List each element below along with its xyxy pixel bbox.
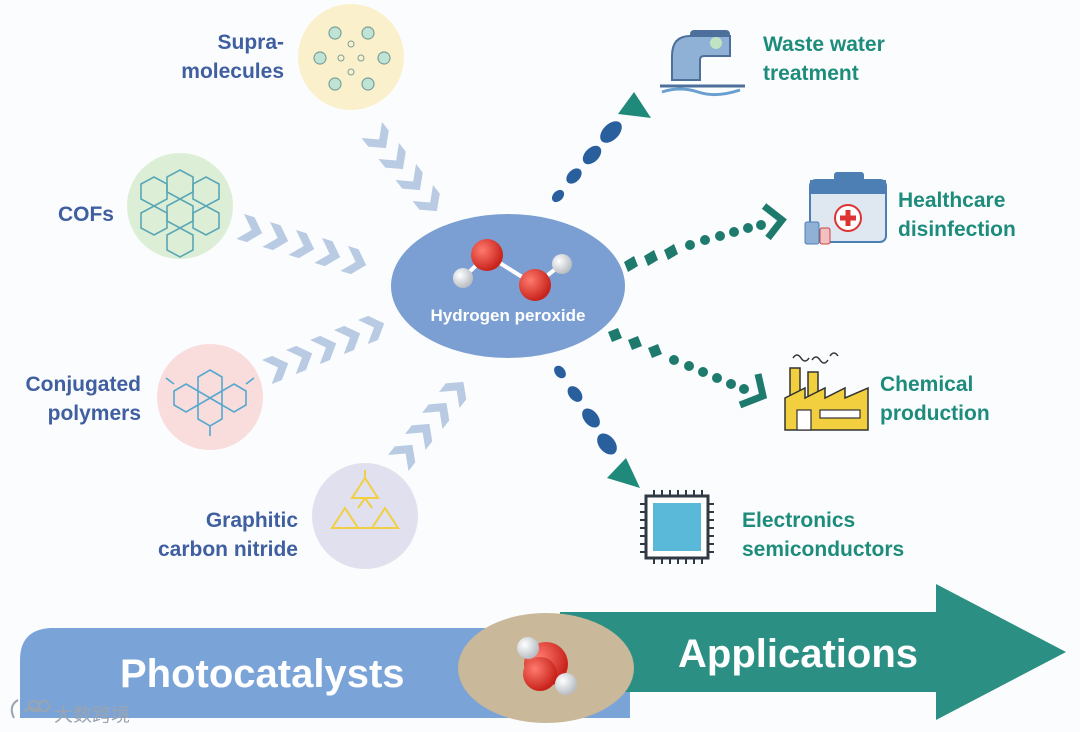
- label-line: polymers: [47, 402, 141, 425]
- hydrogen-peroxide-node: [391, 214, 625, 358]
- label-line: COFs: [57, 203, 114, 226]
- label-electronics: Electronics semiconductors: [742, 506, 942, 564]
- chevron-stream-supramolecules: [361, 122, 448, 220]
- label-conjugated-polymers: Conjugated polymers: [0, 370, 142, 428]
- label-line: disinfection: [898, 218, 1016, 241]
- label-line: Electronics: [742, 509, 856, 532]
- arrow-to-healthcare: [624, 203, 787, 272]
- banner-photocatalysts: Photocatalysts: [120, 652, 405, 696]
- chevron-stream-cofs: [236, 214, 370, 278]
- chevron-stream-carbon-nitride: [388, 373, 474, 472]
- chip-icon: [640, 490, 714, 564]
- label-line: Graphitic: [205, 509, 298, 532]
- watermark-logo-icon: [10, 699, 50, 719]
- label-line: treatment: [763, 62, 859, 85]
- label-line: carbon nitride: [157, 538, 298, 561]
- water-molecule-icon: [517, 637, 577, 695]
- h2o2-molecule-icon: [453, 239, 572, 301]
- arrow-to-electronics: [554, 365, 640, 488]
- carbon-nitride-circle: [312, 463, 418, 569]
- label-healthcare: Healthcare disinfection: [898, 186, 1058, 244]
- arrow-to-chemical: [608, 328, 768, 409]
- label-line: Conjugated: [25, 373, 142, 396]
- factory-icon: [784, 352, 869, 431]
- conjugated-polymers-circle: [157, 344, 263, 450]
- banner-applications: Applications: [678, 632, 919, 676]
- bottom-banner: [20, 584, 1066, 723]
- label-line: Chemical: [880, 373, 974, 396]
- label-line: production: [880, 402, 990, 425]
- label-line: Healthcare: [898, 189, 1006, 212]
- cofs-circle: [127, 153, 233, 259]
- label-cofs: COFs: [20, 200, 114, 229]
- label-waste-water: Waste water treatment: [763, 30, 943, 88]
- medical-kit-icon: [804, 172, 887, 245]
- watermark-text: 大数跨境: [54, 704, 131, 726]
- label-line: molecules: [181, 60, 284, 83]
- chevron-stream-conjugated-polymers: [262, 311, 390, 385]
- center-label: Hydrogen peroxide: [430, 306, 586, 325]
- label-supramolecules: Supra- molecules: [150, 28, 284, 86]
- label-chemical: Chemical production: [880, 370, 1040, 428]
- label-line: semiconductors: [742, 538, 905, 561]
- supramolecules-circle: [298, 4, 404, 110]
- label-line: Supra-: [217, 31, 284, 54]
- water-pipe-icon: [660, 30, 745, 97]
- label-carbon-nitride: Graphitic carbon nitride: [120, 506, 298, 564]
- arrow-to-waste-water: [551, 92, 651, 203]
- label-line: Waste water: [763, 33, 885, 56]
